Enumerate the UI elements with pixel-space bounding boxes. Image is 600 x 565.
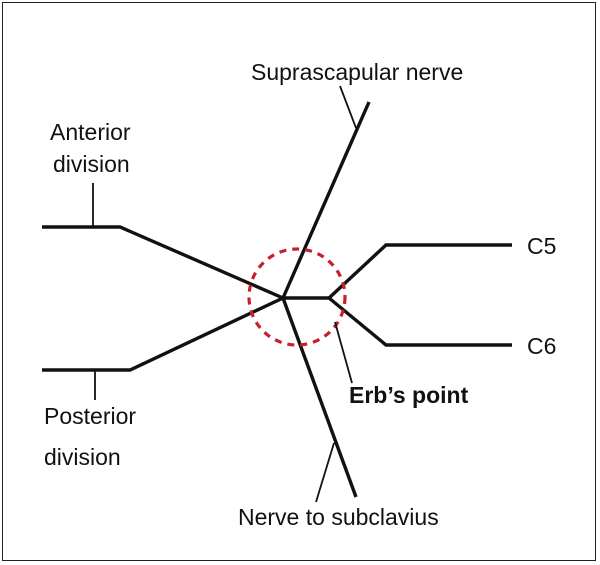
c5-label: C5: [527, 233, 556, 259]
erbs-point-label: Erb’s point: [349, 382, 469, 408]
anterior-division-label-line2: division: [53, 151, 130, 177]
c5-root: [327, 243, 512, 300]
diagram-frame: [2, 2, 596, 561]
c6-root: [327, 296, 512, 347]
anterior-division-branch: [42, 225, 284, 300]
suprascapular-leader: [339, 85, 357, 129]
suprascapular-nerve-branch: [281, 101, 371, 299]
erbs-point-circle: [247, 247, 347, 347]
nerve-to-subclavius-label: Nerve to subclavius: [238, 504, 439, 530]
c6-label: C6: [527, 333, 556, 359]
erbs-point-leader: [334, 321, 353, 384]
subclavius-leader: [315, 442, 335, 503]
nerve-to-subclavius-branch: [281, 297, 358, 498]
posterior-division-label-line2: division: [44, 444, 121, 470]
suprascapular-nerve-label: Suprascapular nerve: [251, 59, 463, 85]
posterior-division-label-line1: Posterior: [44, 403, 136, 429]
posterior-division-branch: [42, 296, 284, 372]
anterior-division-label-line1: Anterior: [50, 119, 131, 145]
